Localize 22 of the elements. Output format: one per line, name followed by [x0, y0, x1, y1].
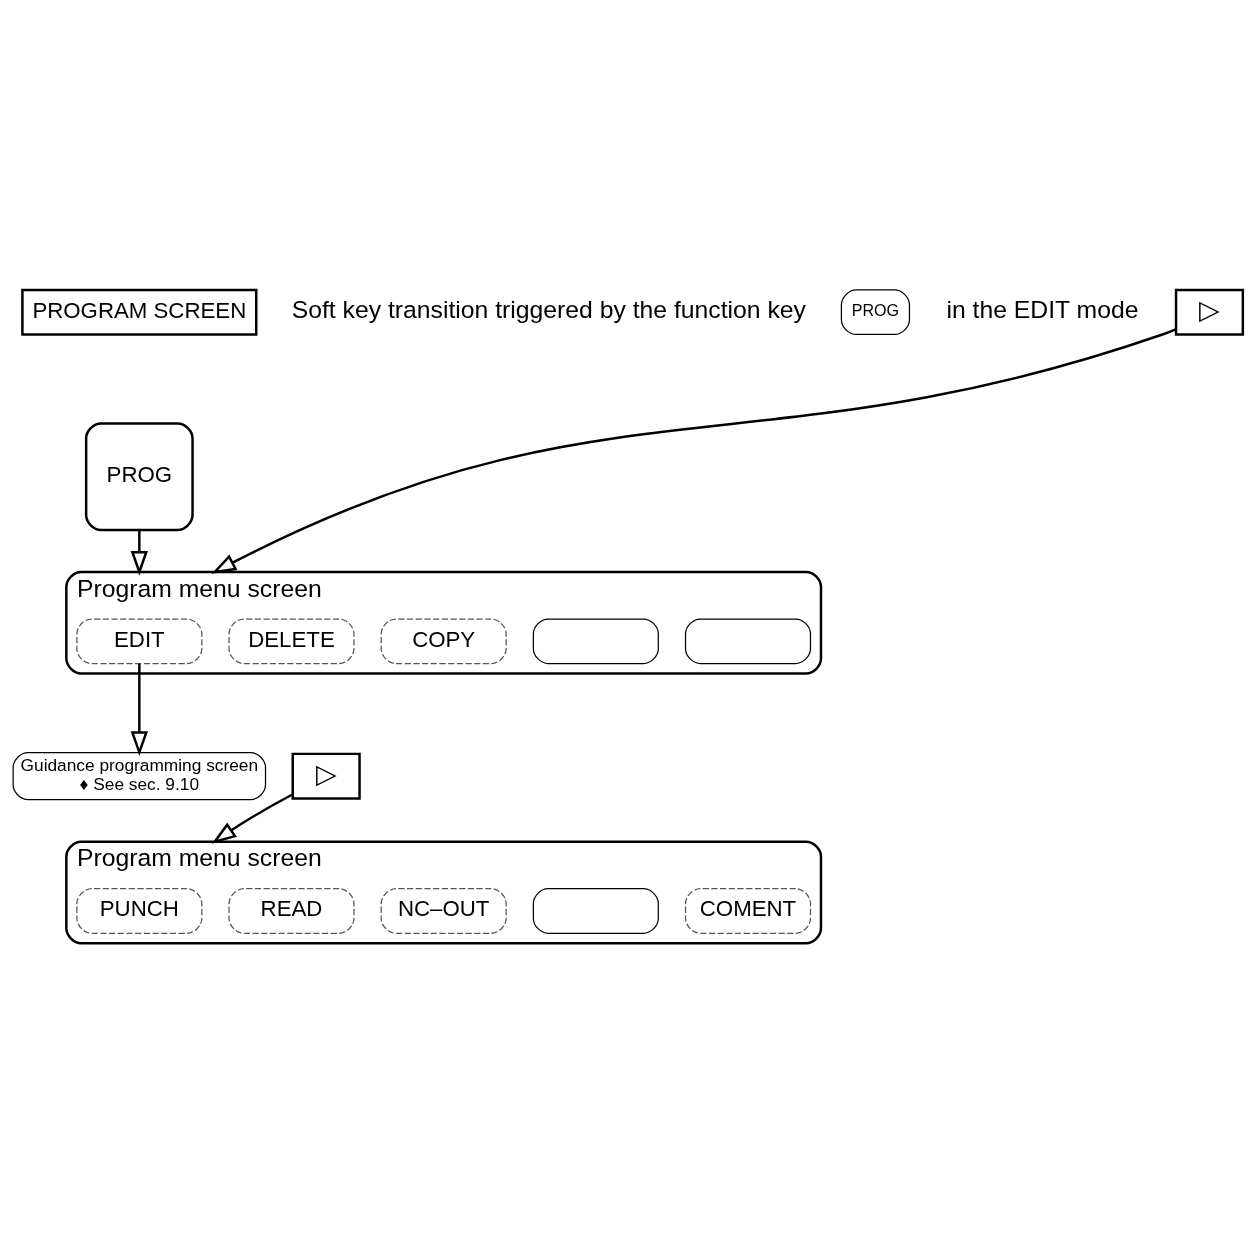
node-box: Guidance programming screen ♦ See sec. 9.10 — [12, 752, 267, 801]
label: in the EDIT mode — [946, 296, 1139, 324]
node-box: ▷ — [1174, 288, 1245, 336]
node-box: READ — [228, 888, 355, 934]
node-box — [684, 618, 812, 665]
node-box: COPY — [380, 618, 507, 665]
node-box: DELETE — [228, 618, 355, 665]
label: Soft key transition triggered by the function key — [291, 296, 806, 324]
arrow — [130, 663, 148, 757]
node-box: ▷ — [291, 752, 361, 800]
arrow — [211, 328, 1177, 574]
node-box — [532, 618, 659, 665]
node-box: PROG — [84, 422, 194, 532]
node-box: NC–OUT — [380, 888, 507, 934]
node-box — [532, 888, 659, 934]
node-box: PUNCH — [76, 888, 203, 934]
node-box: COMENT — [684, 888, 812, 934]
node-box: PROG — [840, 289, 911, 336]
node-box: PROGRAM SCREEN — [21, 288, 258, 336]
node-box: EDIT — [76, 618, 203, 665]
arrow — [130, 530, 148, 576]
arrow — [211, 793, 293, 844]
